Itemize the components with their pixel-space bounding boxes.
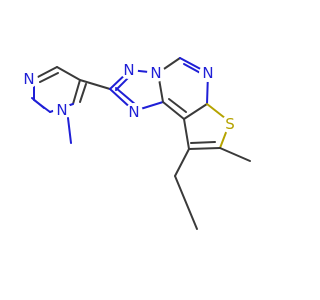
atom-n-pyrimidine: N [199, 64, 217, 82]
thiophene-methyl-bond [219, 147, 251, 162]
atom-symbol: N [202, 64, 213, 82]
atom-symbol: N [150, 64, 161, 82]
pyrimidine-ring [157, 57, 209, 120]
atom-symbol: N [128, 103, 139, 121]
atom-n-pyrazole-top: N [20, 70, 38, 88]
n-methyl-bond [67, 117, 72, 144]
atom-n-pyrazole-methylated: N [53, 101, 71, 119]
atom-symbol: N [56, 101, 67, 119]
atom-n-bridgehead: N [147, 64, 165, 82]
atom-n-triazole-bottom: N [125, 103, 143, 121]
atom-s-thiophene: S [221, 115, 239, 133]
molecule-structure-diagram: N N N N N N S [20, 57, 251, 230]
atom-n-triazole-top: N [120, 61, 138, 79]
atom-symbol: S [225, 115, 235, 133]
pyrazole-to-triazole-bond [79, 79, 111, 90]
atom-symbol: N [123, 61, 134, 79]
ethyl-group [174, 148, 198, 230]
atom-symbol: N [23, 70, 34, 88]
